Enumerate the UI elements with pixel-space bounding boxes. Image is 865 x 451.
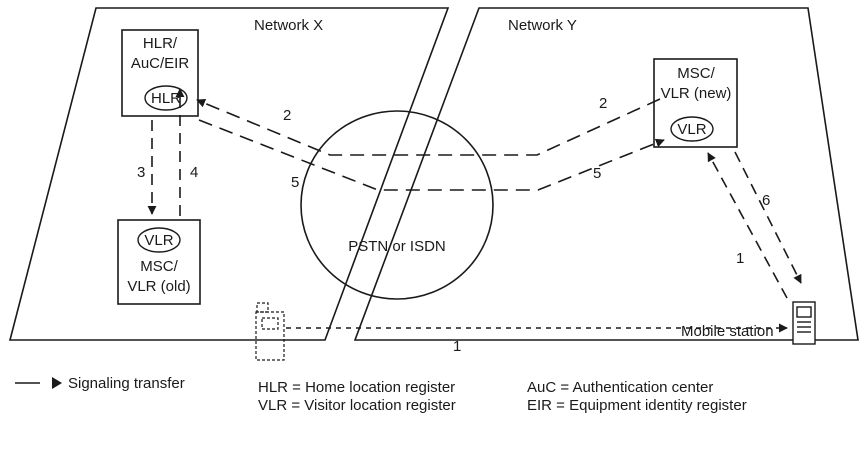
step-2-left: 2	[283, 107, 291, 124]
signal-2-arrow	[196, 98, 661, 156]
legend-arrowhead	[52, 377, 62, 389]
network-y-label: Network Y	[508, 17, 577, 34]
network-x-label: Network X	[254, 17, 323, 34]
new-vlr-oval	[670, 116, 714, 142]
old-mobile-station-icon	[255, 302, 285, 361]
network-y-region	[353, 7, 859, 341]
old-msc-line1: MSC/	[140, 258, 178, 275]
hlr-box-line1: HLR/	[143, 35, 178, 52]
legend-vlr: VLR = Visitor location register	[258, 397, 456, 414]
new-msc-vlr-node: MSC/ VLR (new) VLR	[653, 58, 738, 148]
step-5-right: 5	[593, 165, 601, 182]
step-2-right: 2	[599, 95, 607, 112]
hlr-oval-label: HLR	[151, 90, 181, 107]
mobile-station-label: Mobile station	[681, 323, 774, 340]
step-1-bottom: 1	[453, 338, 461, 355]
legend-auc: AuC = Authentication center	[527, 379, 713, 396]
old-vlr-oval-label: VLR	[144, 232, 173, 249]
new-msc-line1: MSC/	[677, 65, 715, 82]
old-vlr-oval	[137, 227, 181, 253]
step-5-left: 5	[291, 174, 299, 191]
step-6: 6	[762, 192, 770, 209]
step-1-right: 1	[736, 250, 744, 267]
legend-signaling-label: Signaling transfer	[68, 375, 185, 392]
signal-1-right-arrow	[707, 152, 788, 299]
legend: Signaling transfer HLR = Home location r…	[15, 375, 747, 414]
legend-eir: EIR = Equipment identity register	[527, 397, 747, 414]
mobile-station-icon	[792, 301, 816, 345]
legend-hlr: HLR = Home location register	[258, 379, 455, 396]
old-msc-line2: VLR (old)	[127, 278, 190, 295]
signal-5-arrow	[198, 119, 665, 191]
hlr-box-line2: AuC/EIR	[131, 55, 190, 72]
signal-6-arrow	[734, 151, 802, 284]
pstn-isdn-network: PSTN or ISDN	[300, 110, 494, 300]
new-vlr-oval-label: VLR	[677, 121, 706, 138]
old-msc-vlr-node: VLR MSC/ VLR (old)	[117, 219, 201, 305]
new-msc-line2: VLR (new)	[661, 85, 732, 102]
step-3: 3	[137, 164, 145, 181]
pstn-isdn-label: PSTN or ISDN	[348, 238, 446, 255]
hlr-auc-eir-node: HLR/ AuC/EIR HLR	[121, 29, 199, 117]
network-x-region	[8, 7, 450, 341]
step-4: 4	[190, 164, 198, 181]
